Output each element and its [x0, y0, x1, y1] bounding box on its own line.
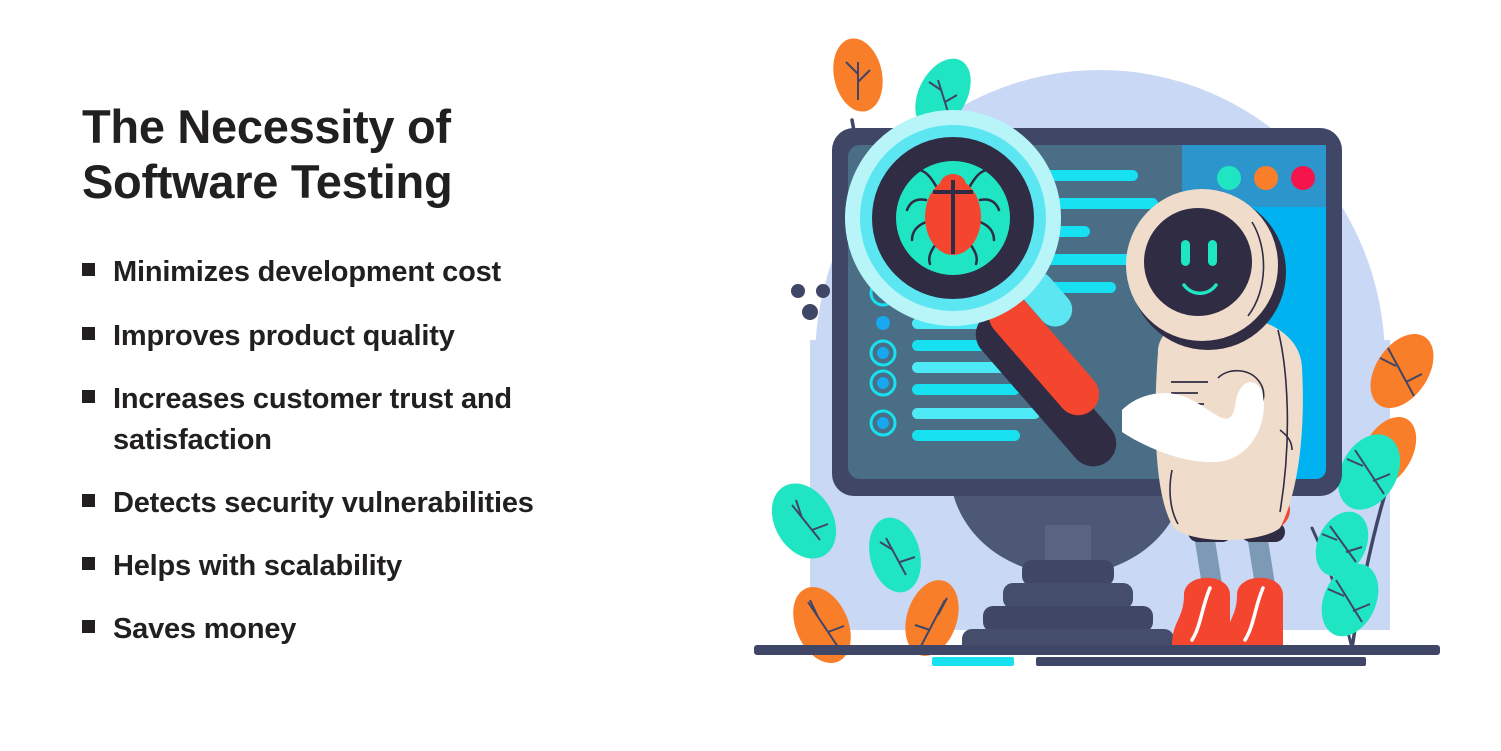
page-title: The Necessity of Software Testing: [82, 100, 453, 209]
list-item-label: Detects security vulnerabilities: [113, 487, 534, 520]
list-item: Increases customer trust and satisfactio…: [82, 379, 642, 461]
square-bullet-icon: [82, 620, 95, 634]
list-item-label: Minimizes development cost: [113, 256, 501, 289]
text-column: The Necessity of Software Testing Minimi…: [0, 0, 740, 751]
list-item: Minimizes development cost: [82, 252, 642, 293]
list-item: Improves product quality: [82, 316, 642, 357]
robot-eye-left: [1181, 240, 1190, 266]
illustration-column: [740, 0, 1501, 751]
square-bullet-icon: [82, 263, 95, 277]
software-testing-illustration: [754, 38, 1440, 666]
square-bullet-icon: [82, 326, 95, 340]
window-dot-orange: [1254, 166, 1278, 190]
list-item-label: Helps with scalability: [113, 550, 402, 583]
robot-boots: [1172, 577, 1283, 645]
leaf-orange: [1370, 334, 1434, 408]
robot-smile: [1182, 283, 1218, 295]
benefits-list: Minimizes development cost Improves prod…: [82, 252, 740, 650]
bug-icon: [905, 168, 1001, 266]
window-dot-green: [1217, 166, 1241, 190]
list-item: Saves money: [82, 609, 642, 650]
square-bullet-icon: [82, 494, 95, 508]
plant-right: [1310, 334, 1434, 650]
decorative-dots: [791, 284, 830, 320]
list-item: Helps with scalability: [82, 546, 642, 587]
square-bullet-icon: [82, 557, 95, 571]
list-item: Detects security vulnerabilities: [82, 483, 642, 524]
list-item-label: Saves money: [113, 613, 297, 646]
window-dot-red: [1291, 166, 1315, 190]
leaf-teal: [1321, 563, 1379, 637]
robot-head: [1126, 189, 1286, 350]
magnifier-lens[interactable]: [845, 110, 1061, 326]
robot-eye-right: [1208, 240, 1217, 266]
list-item-label: Increases customer trust and satisfactio…: [113, 382, 512, 456]
square-bullet-icon: [82, 389, 95, 403]
robot[interactable]: [1122, 189, 1303, 645]
list-item-label: Improves product quality: [113, 319, 455, 352]
robot-arm: [1122, 382, 1264, 463]
ground-line: [754, 645, 1440, 666]
screen-code-lines: [1028, 170, 1158, 293]
